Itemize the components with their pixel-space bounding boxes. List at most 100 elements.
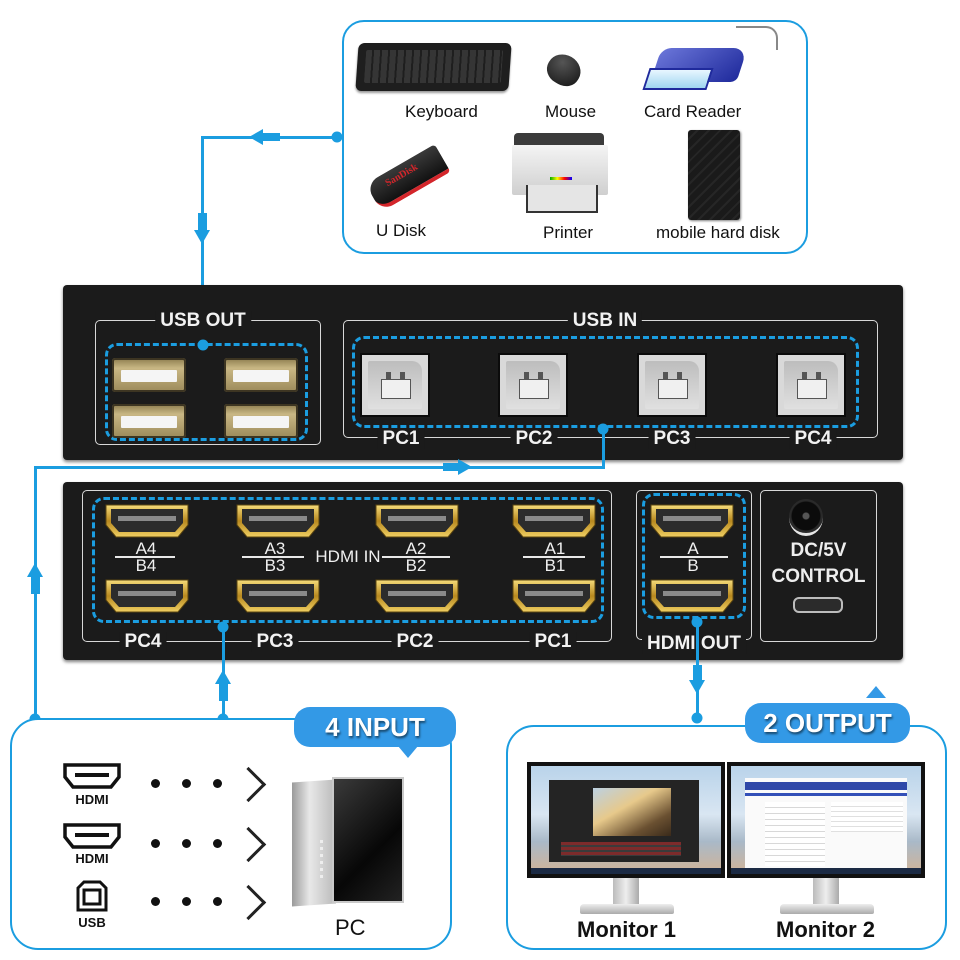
monitor-1-label: Monitor 1 xyxy=(577,917,676,942)
arrow-down-shaft xyxy=(693,665,702,681)
hdmi-label-b1: B1 xyxy=(544,556,566,575)
arrow-up-shaft xyxy=(219,683,228,701)
hdmi-icon xyxy=(62,823,122,849)
dot-separator xyxy=(213,897,222,906)
monitor-1 xyxy=(527,762,725,878)
usb-in-label-pc2: PC2 xyxy=(510,429,558,449)
hdmi-source-label: HDMI xyxy=(75,851,109,866)
arrow-down-icon xyxy=(194,230,210,244)
connector-dot xyxy=(197,339,209,351)
monitor-base xyxy=(580,904,674,914)
arrow-down-icon xyxy=(689,680,705,694)
hdmi-out-port-a[interactable] xyxy=(649,503,735,539)
usb-b-port-pc4[interactable] xyxy=(776,353,846,417)
arrow-left-icon xyxy=(249,129,263,145)
hdmi-in-label-pc3: PC3 xyxy=(251,632,299,652)
monitor-2 xyxy=(727,762,925,878)
dot-separator xyxy=(151,779,160,788)
hdmi-out-label-b: B xyxy=(687,556,699,575)
control-label: CONTROL xyxy=(771,566,866,587)
arrow-up-icon xyxy=(27,563,43,577)
monitor-base xyxy=(780,904,874,914)
badge-pointer xyxy=(398,746,418,758)
hdmi-in-title: HDMI IN xyxy=(315,547,381,566)
mobile-hard-disk-label: mobile hard disk xyxy=(656,223,780,242)
hdmi-in-port-pc3-a[interactable] xyxy=(235,503,321,539)
arrow-down-shaft xyxy=(198,213,207,231)
usb-b-port-pc2[interactable] xyxy=(498,353,568,417)
monitor-2-label: Monitor 2 xyxy=(776,917,875,942)
usb-flash-drive-icon: SanDisk xyxy=(362,140,451,212)
dot-separator xyxy=(182,779,191,788)
badge-pointer xyxy=(866,686,886,698)
hdmi-label-a1: A1 xyxy=(544,539,566,558)
hdmi-label-b2: B2 xyxy=(405,556,427,575)
arrow-left-shaft xyxy=(262,133,280,141)
monitor-2-screen xyxy=(731,766,921,874)
pc-tower-icon xyxy=(292,775,404,907)
usb-in-label-pc3: PC3 xyxy=(648,429,696,449)
arrow-right-shaft xyxy=(443,463,459,471)
divider xyxy=(382,556,450,558)
usb-a-port[interactable] xyxy=(112,404,186,438)
usb-out-title: USB OUT xyxy=(155,311,251,331)
dot-separator xyxy=(182,839,191,848)
hdmi-out-title: HDMI OUT xyxy=(642,634,746,654)
hdmi-out-port-b[interactable] xyxy=(649,578,735,614)
external-hard-drive-icon xyxy=(688,130,740,220)
hdmi-in-port-pc1-a[interactable] xyxy=(511,503,597,539)
input-badge: 4 INPUT xyxy=(294,707,456,747)
hdmi-in-port-pc4-a[interactable] xyxy=(104,503,190,539)
mouse-label: Mouse xyxy=(545,102,597,121)
hdmi-icon xyxy=(62,763,122,789)
hdmi-in-label-pc1: PC1 xyxy=(529,632,577,652)
hdmi-label-a3: A3 xyxy=(264,539,286,558)
arrow-up-icon xyxy=(215,670,231,684)
keyboard-label: Keyboard xyxy=(405,102,478,121)
card-reader-label: Card Reader xyxy=(644,102,742,121)
micro-usb-control-port[interactable] xyxy=(793,597,843,613)
usb-a-port[interactable] xyxy=(224,358,298,392)
u-disk-label: U Disk xyxy=(376,221,427,240)
hdmi-label-a4: A4 xyxy=(135,539,157,558)
usb-b-port-pc3[interactable] xyxy=(637,353,707,417)
hdmi-in-port-pc2-b[interactable] xyxy=(374,578,460,614)
power-label: DC/5V xyxy=(790,540,847,561)
connector-dot xyxy=(691,712,703,724)
connector-dot xyxy=(331,131,343,143)
usb-b-port-pc1[interactable] xyxy=(360,353,430,417)
usb-a-port[interactable] xyxy=(224,404,298,438)
hdmi-in-port-pc4-b[interactable] xyxy=(104,578,190,614)
arrow-right-icon xyxy=(458,459,472,475)
power-control-frame xyxy=(760,490,877,642)
hdmi-in-port-pc2-a[interactable] xyxy=(374,503,460,539)
divider xyxy=(115,556,175,558)
usb-a-port[interactable] xyxy=(112,358,186,392)
dc-power-jack[interactable] xyxy=(789,499,823,536)
printer-label: Printer xyxy=(543,223,594,242)
monitor-stand xyxy=(813,878,839,906)
hdmi-out-label-a: A xyxy=(687,539,699,558)
hdmi-in-port-pc3-b[interactable] xyxy=(235,578,321,614)
usb-b-icon xyxy=(75,880,109,912)
connector-line xyxy=(34,466,605,469)
printer-icon xyxy=(510,133,610,215)
hdmi-label-b4: B4 xyxy=(135,556,157,575)
card-reader-icon xyxy=(642,26,778,92)
arrow-up-shaft xyxy=(31,576,40,594)
pc-label: PC xyxy=(335,915,366,940)
hdmi-in-highlight xyxy=(92,497,604,623)
usb-in-label-pc1: PC1 xyxy=(377,429,425,449)
hdmi-in-port-pc1-b[interactable] xyxy=(511,578,597,614)
usb-in-label-pc4: PC4 xyxy=(789,429,837,449)
keyboard-icon xyxy=(355,43,512,91)
hdmi-label-b3: B3 xyxy=(264,556,286,575)
divider xyxy=(242,556,304,558)
usb-source-label: USB xyxy=(78,915,106,930)
divider xyxy=(660,556,728,558)
divider xyxy=(523,556,585,558)
dot-separator xyxy=(213,779,222,788)
usb-flash-drive-brand: SanDisk xyxy=(383,161,420,189)
usb-in-title: USB IN xyxy=(567,311,643,331)
dot-separator xyxy=(182,897,191,906)
